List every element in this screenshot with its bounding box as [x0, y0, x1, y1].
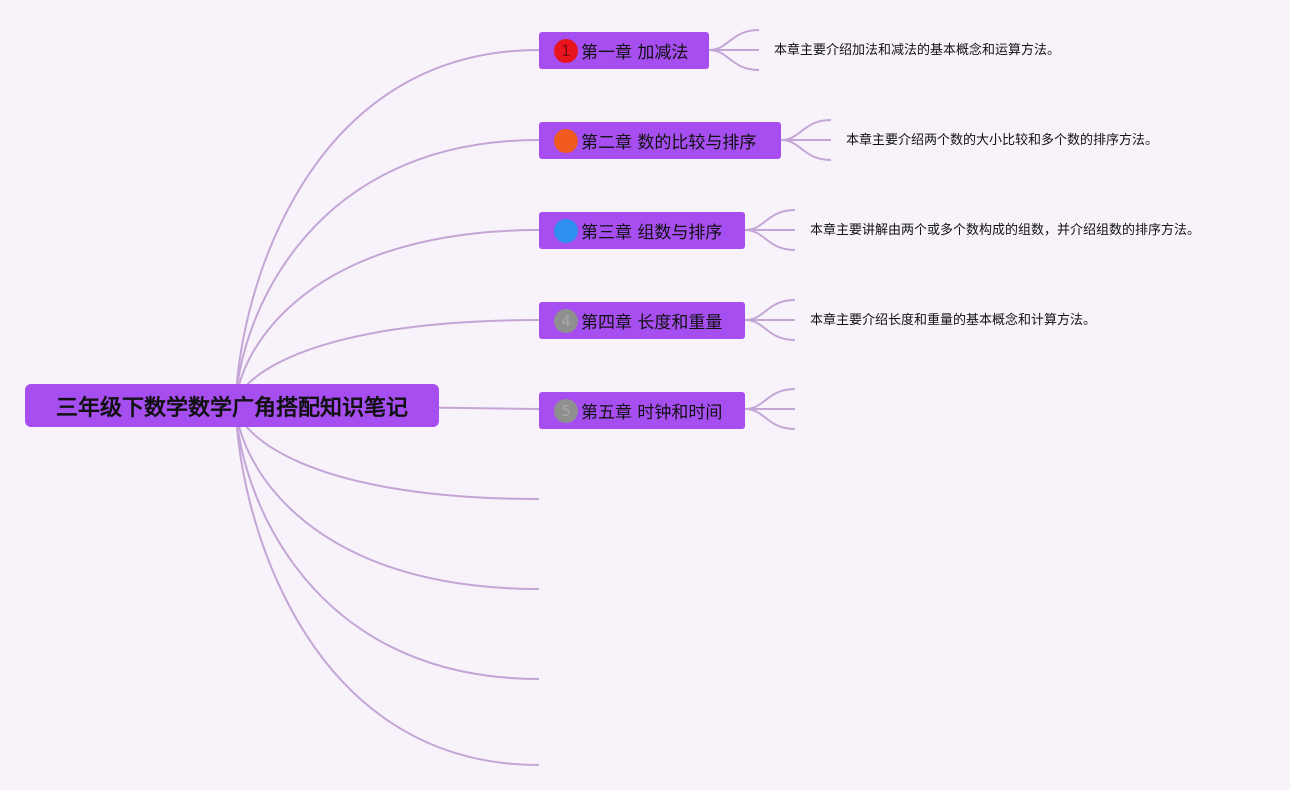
branch-line — [235, 139, 540, 406]
branch-line — [235, 49, 540, 406]
chapter-description[interactable]: 本章主要介绍长度和重量的基本概念和计算方法。 — [810, 313, 1097, 328]
fan-line — [708, 49, 760, 71]
fan-line — [744, 388, 796, 410]
chapter-label: 第二章 数的比较与排序 — [581, 133, 757, 153]
chapter-label: 第四章 长度和重量 — [581, 313, 723, 333]
fan-line — [744, 229, 796, 251]
number-badge-icon: 3 — [554, 218, 578, 243]
fan-line — [708, 29, 760, 51]
chapter-description[interactable]: 本章主要讲解由两个或多个数构成的组数，并介绍组数的排序方法。 — [810, 223, 1201, 238]
branch-line — [235, 229, 540, 406]
number-badge-icon: 4 — [554, 308, 578, 333]
fan-line — [744, 319, 796, 341]
chapter-node-1[interactable]: 1 第一章 加减法 — [539, 32, 709, 69]
fan-line — [744, 299, 796, 321]
fan-line — [744, 408, 796, 430]
chapter-node-4[interactable]: 4 第四章 长度和重量 — [539, 302, 745, 339]
root-node-label: 三年级下数学数学广角搭配知识笔记 — [55, 395, 408, 421]
chapter-label: 第三章 组数与排序 — [581, 223, 723, 243]
chapter-label: 第五章 时钟和时间 — [581, 403, 723, 423]
chapter-node-3[interactable]: 3 第三章 组数与排序 — [539, 212, 745, 249]
branch-line — [235, 404, 540, 590]
number-badge-icon: 1 — [554, 38, 578, 63]
fan-line — [744, 209, 796, 231]
chapter-description[interactable]: 本章主要介绍两个数的大小比较和多个数的排序方法。 — [846, 133, 1159, 148]
root-node[interactable]: 三年级下数学数学广角搭配知识笔记 — [25, 384, 439, 427]
branch-line — [235, 404, 540, 680]
chapter-node-5[interactable]: 5 第五章 时钟和时间 — [539, 392, 745, 429]
fan-line — [780, 119, 832, 141]
chapter-node-2[interactable]: 2 第二章 数的比较与排序 — [539, 122, 781, 159]
branch-line — [235, 404, 540, 766]
chapter-label: 第一章 加减法 — [581, 43, 689, 63]
number-badge-icon: 5 — [554, 398, 578, 423]
chapter-description[interactable]: 本章主要介绍加法和减法的基本概念和运算方法。 — [774, 43, 1061, 58]
number-badge-icon: 2 — [554, 128, 578, 153]
fan-line — [780, 139, 832, 161]
